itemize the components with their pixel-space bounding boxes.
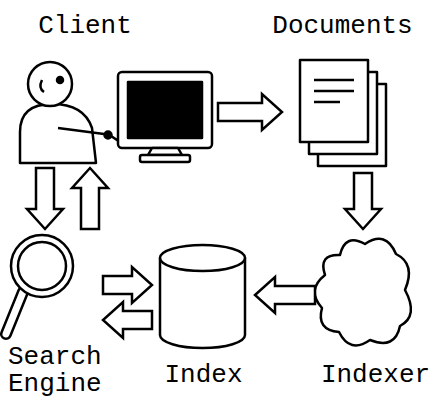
monitor-screen: [128, 82, 202, 138]
block-arrow: [27, 168, 63, 229]
text-line: [314, 101, 340, 104]
person-hand: [105, 132, 112, 139]
cloud-shape: [315, 239, 411, 346]
node-label: Documents: [255, 13, 430, 40]
block-arrow: [255, 277, 315, 313]
diagram-node: Client: [5, 5, 215, 165]
monitor-frame: [118, 72, 212, 148]
block-arrow: [218, 94, 282, 130]
magnifier-rim: [11, 235, 73, 297]
block-arrow: [103, 267, 152, 303]
magnifier-handle-outline: [6, 292, 23, 334]
person-eye: [57, 77, 63, 83]
block-arrow: [72, 168, 108, 229]
node-label: Index: [155, 362, 252, 389]
person-head: [28, 62, 72, 106]
diagram-node: Indexer: [318, 232, 437, 392]
person-ear: [40, 80, 44, 92]
node-label: Indexer: [313, 362, 438, 389]
paper-sheet: [300, 60, 368, 142]
magnifier-handle: [6, 292, 23, 334]
monitor-base: [140, 155, 190, 162]
text-line: [314, 90, 354, 93]
block-arrow: [103, 302, 152, 338]
magnifier-lens: [18, 242, 66, 290]
text-line: [314, 79, 354, 82]
cylinder-top: [160, 245, 245, 271]
person-body: [20, 104, 96, 163]
person-arm: [58, 128, 104, 134]
diagram-node: Index: [155, 240, 252, 392]
node-label: Client: [5, 13, 165, 40]
diagram-node: Search Engine: [2, 232, 100, 398]
node-label: Search Engine: [8, 344, 143, 398]
diagram-node: Documents: [285, 5, 420, 170]
block-arrow: [345, 173, 381, 229]
